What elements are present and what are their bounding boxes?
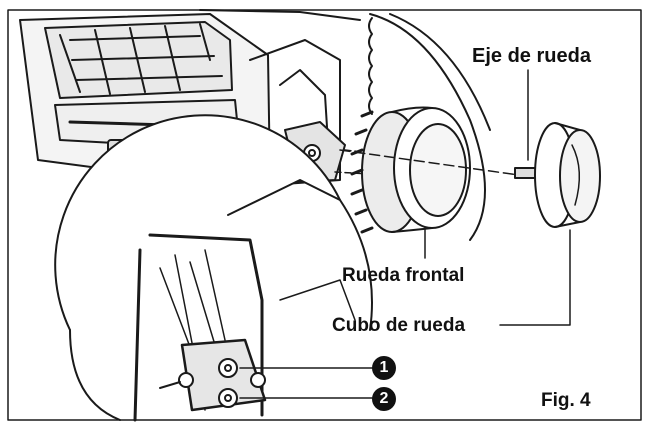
front-wheel-label: Rueda frontal [342, 265, 465, 286]
callout-1-badge: 1 [372, 356, 396, 380]
figure-frame [7, 9, 642, 421]
front-wheel [350, 106, 471, 234]
leader-lines [424, 69, 571, 326]
hub-label: Cubo de rueda [332, 315, 466, 336]
rear-wheel [368, 13, 491, 241]
axle-label: Eje de rueda [472, 45, 591, 67]
callout-leaders [239, 367, 373, 399]
callout-2-badge: 2 [372, 387, 396, 411]
detail-magnifier [54, 114, 373, 422]
wheel-hub [534, 122, 601, 228]
figure-number: Fig. 4 [541, 390, 591, 411]
